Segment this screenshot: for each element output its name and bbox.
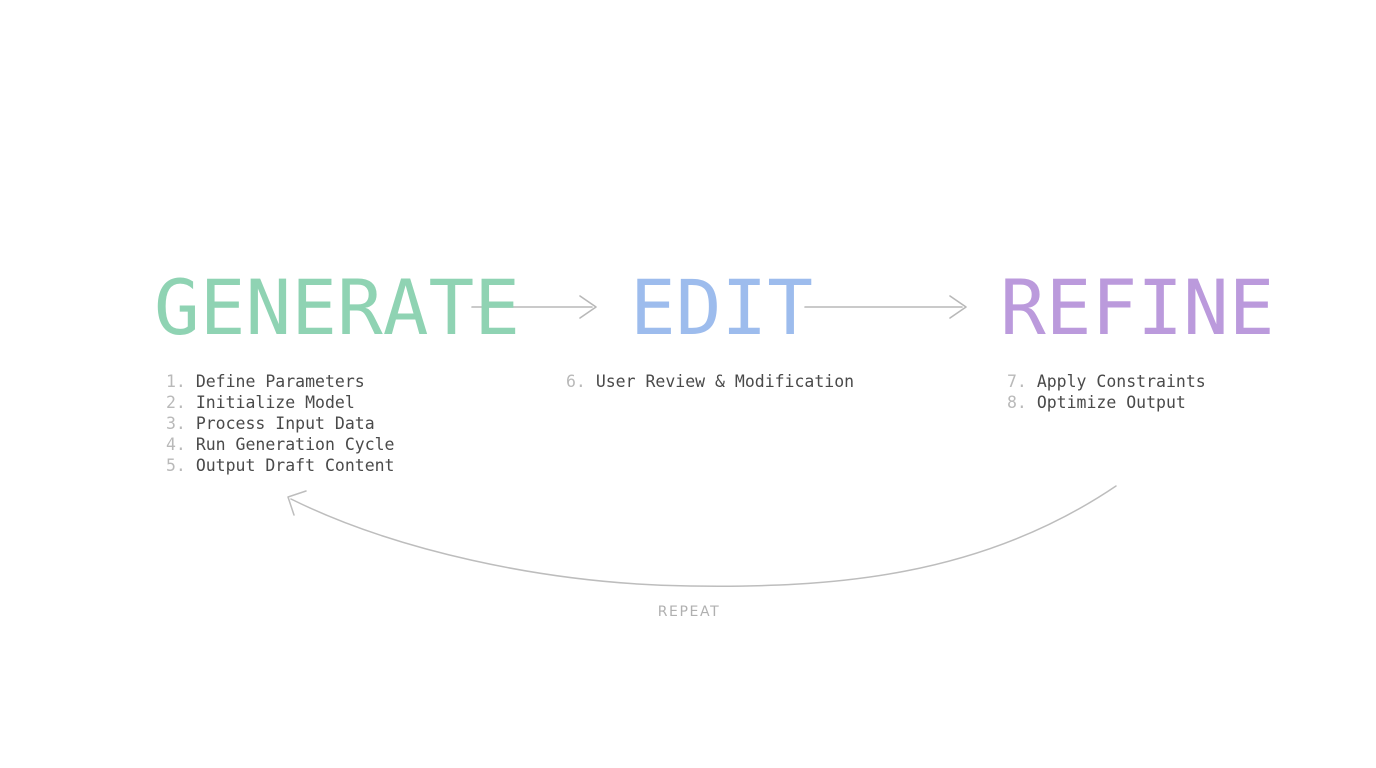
step-label: Optimize Output [1036,393,1186,412]
arrow-edit-to-refine [804,295,967,319]
step-list-generate: 1. Define Parameters 2. Initialize Model… [166,371,395,476]
step-label: Define Parameters [195,372,365,391]
step-number: 2. [166,393,186,412]
step-number: 7. [1007,372,1027,391]
list-item: 1. Define Parameters [166,371,395,392]
step-list-refine: 7. Apply Constraints 8. Optimize Output [1007,371,1206,413]
stage-heading-generate: GENERATE [154,263,521,352]
step-label: Run Generation Cycle [195,435,395,454]
step-number: 4. [166,435,186,454]
stage-heading-refine: REFINE [1000,263,1275,352]
step-number: 6. [566,372,586,391]
step-number: 1. [166,372,186,391]
list-item: 3. Process Input Data [166,413,395,434]
step-number: 8. [1007,393,1027,412]
list-item: 8. Optimize Output [1007,392,1206,413]
list-item: 5. Output Draft Content [166,455,395,476]
step-label: Process Input Data [195,414,375,433]
list-item: 2. Initialize Model [166,392,395,413]
step-label: Apply Constraints [1036,372,1206,391]
step-list-edit: 6. User Review & Modification [566,371,854,392]
step-label: Output Draft Content [195,456,395,475]
repeat-loop-label: REPEAT [0,604,1376,620]
list-item: 7. Apply Constraints [1007,371,1206,392]
list-item: 4. Run Generation Cycle [166,434,395,455]
step-number: 3. [166,414,186,433]
step-number: 5. [166,456,186,475]
repeat-loop-label-text: REPEAT [657,604,721,620]
list-item: 6. User Review & Modification [566,371,854,392]
stage-heading-edit: EDIT [630,263,814,352]
step-label: User Review & Modification [595,372,855,391]
arrow-refine-to-generate [287,485,1117,587]
step-label: Initialize Model [195,393,355,412]
